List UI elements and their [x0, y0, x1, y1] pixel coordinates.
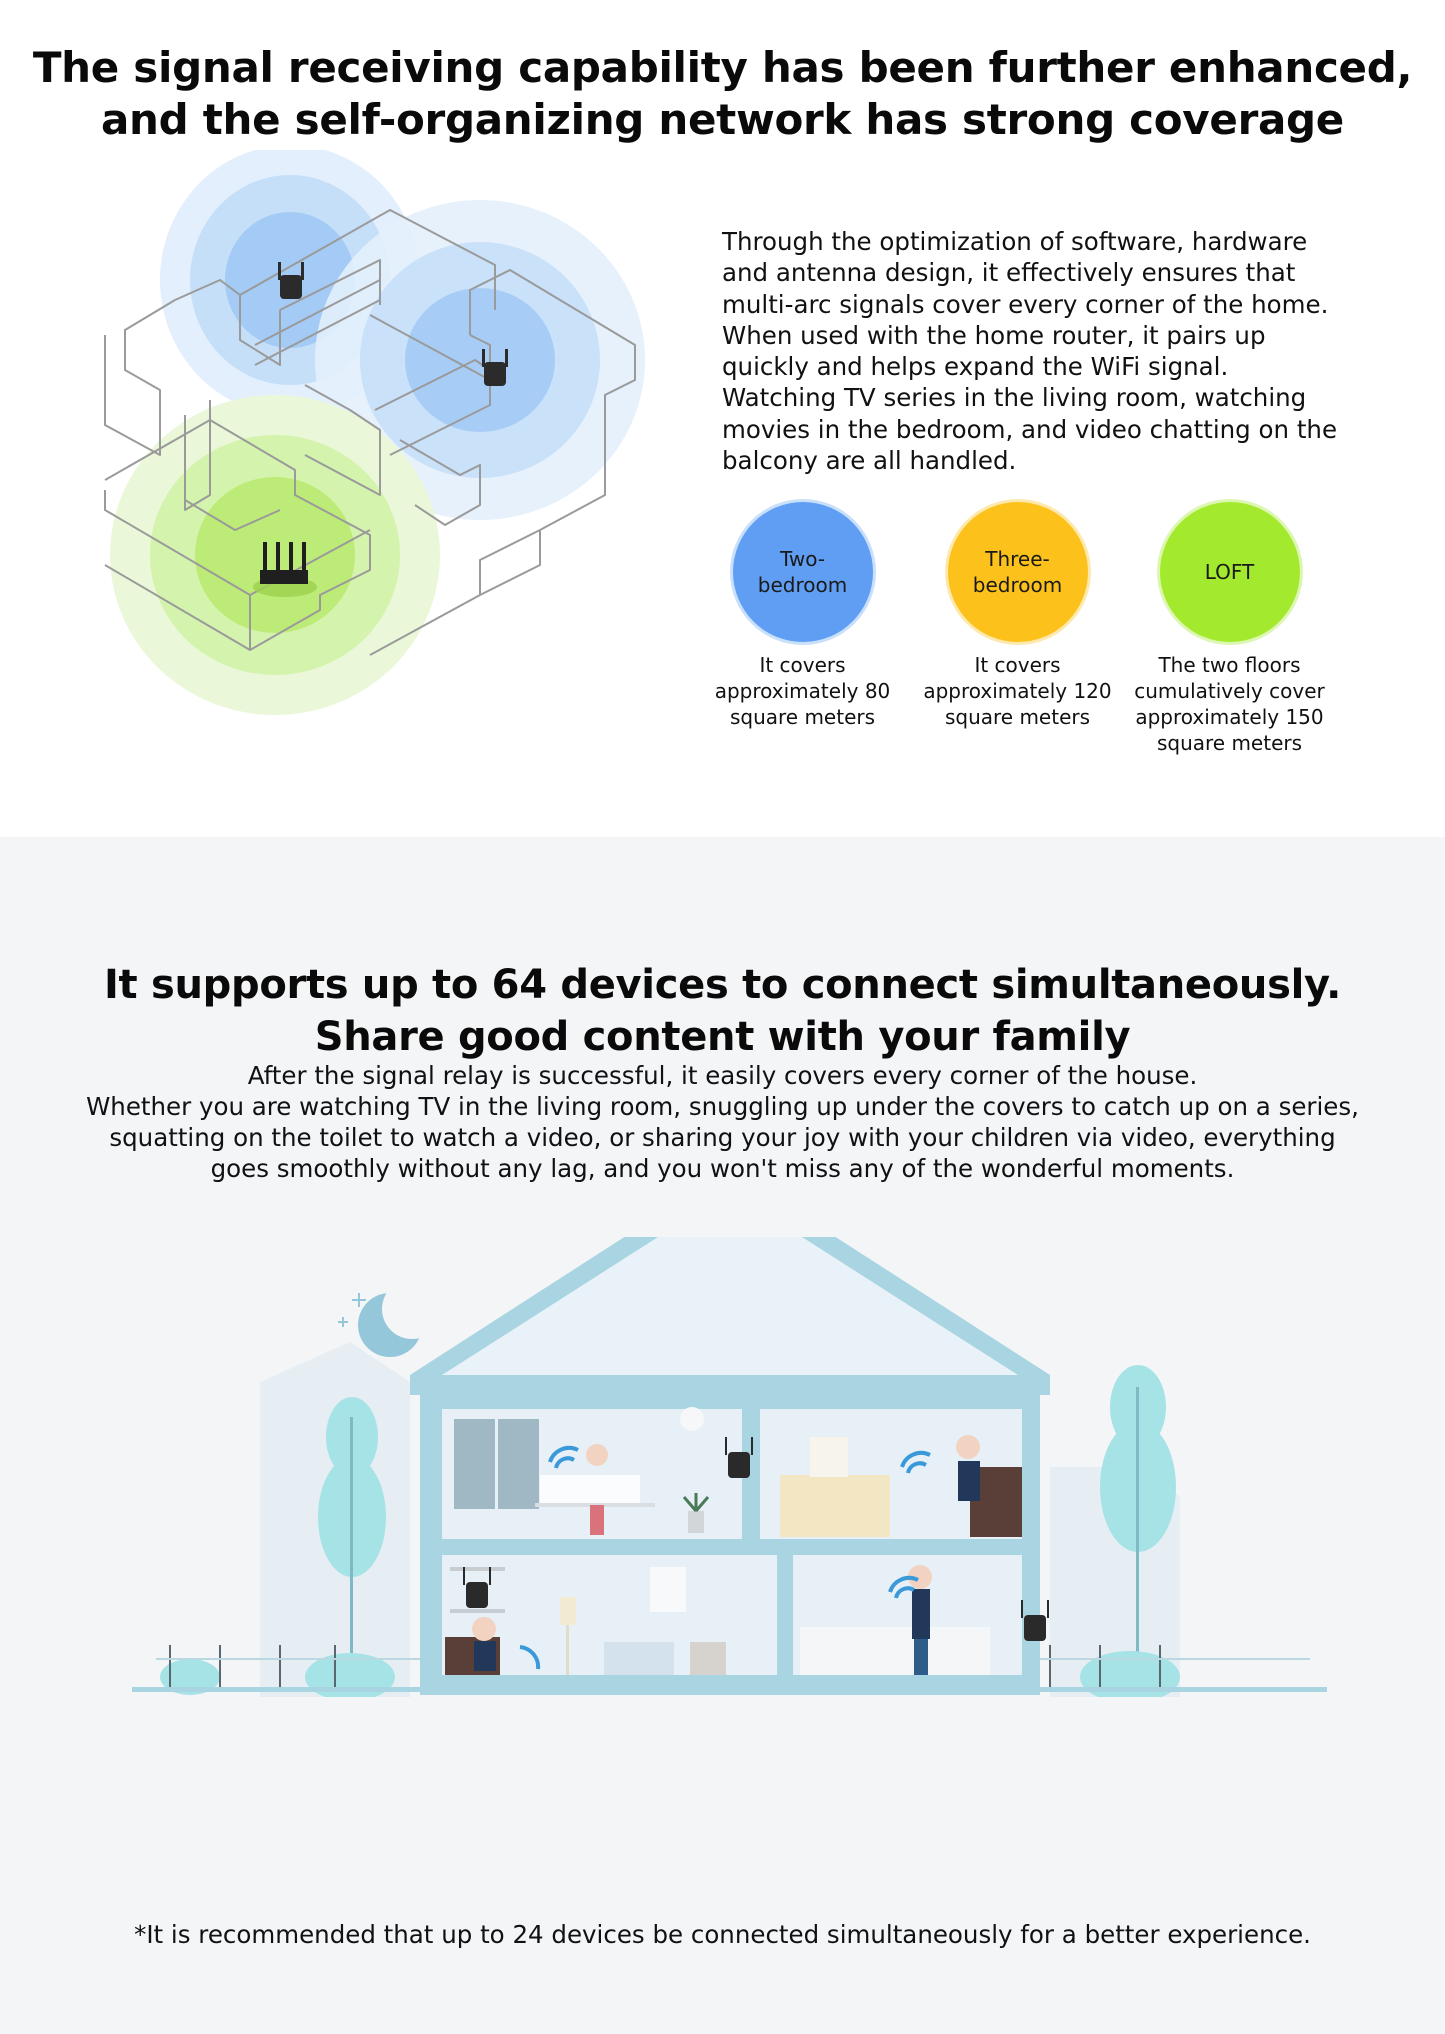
- description-line: After the signal relay is successful, it…: [247, 1061, 1198, 1090]
- caption-line: It covers: [974, 653, 1061, 677]
- caption-line: cumulatively cover: [1134, 679, 1325, 703]
- devices-section: It supports up to 64 devices to connect …: [0, 837, 1445, 2034]
- home-type-badge: Two- bedroom: [732, 502, 873, 642]
- description-line: balcony are all handled.: [722, 446, 1017, 476]
- home-type-badge: LOFT: [1159, 502, 1300, 642]
- badge-label: bedroom: [972, 573, 1063, 597]
- coverage-section: The signal receiving capability has been…: [0, 0, 1445, 837]
- badge-label: LOFT: [1204, 560, 1255, 584]
- coverage-caption: The two floors cumulatively cover approx…: [1122, 652, 1337, 756]
- home-type-three-bedroom: Three- bedroom It covers approximately 1…: [910, 502, 1125, 730]
- caption-line: The two floors: [1158, 653, 1301, 677]
- badge-label: Two-: [779, 547, 826, 571]
- star-icon: [338, 1293, 366, 1327]
- caption-line: square meters: [729, 705, 876, 729]
- coverage-caption: It covers approximately 120 square meter…: [910, 652, 1125, 730]
- house-cutaway-illustration: [132, 1237, 1327, 1697]
- wifi-extender-icon: [463, 1567, 491, 1608]
- tree-icon: [318, 1397, 386, 1657]
- description-line: goes smoothly without any lag, and you w…: [210, 1154, 1235, 1183]
- heading-line: The signal receiving capability has been…: [32, 43, 1413, 92]
- coverage-description: Through the optimization of software, ha…: [722, 226, 1362, 476]
- coverage-heading: The signal receiving capability has been…: [0, 42, 1445, 146]
- caption-line: square meters: [1156, 731, 1303, 755]
- wifi-extender-icon: [725, 1437, 753, 1478]
- wifi-extender-icon: [482, 349, 508, 386]
- caption-line: It covers: [759, 653, 846, 677]
- moon-icon: [358, 1279, 442, 1357]
- badge-label: bedroom: [757, 573, 848, 597]
- heading-line: Share good content with your family: [314, 1014, 1131, 1060]
- badge-label: Three-: [985, 547, 1050, 571]
- coverage-caption: It covers approximately 80 square meters: [695, 652, 910, 730]
- description-line: and antenna design, it effectively ensur…: [722, 258, 1296, 288]
- description-line: Whether you are watching TV in the livin…: [86, 1092, 1359, 1121]
- home-type-two-bedroom: Two- bedroom It covers approximately 80 …: [695, 502, 910, 730]
- wifi-extender-icon: [1021, 1600, 1049, 1641]
- device-limit-footnote: *It is recommended that up to 24 devices…: [134, 1920, 1311, 1949]
- devices-description: After the signal relay is successful, it…: [0, 1060, 1445, 1184]
- caption-line: approximately 80: [714, 679, 891, 703]
- home-type-list: Two- bedroom It covers approximately 80 …: [700, 502, 1350, 772]
- wifi-extender-icon: [278, 262, 304, 299]
- description-line: squatting on the toilet to watch a video…: [109, 1123, 1336, 1152]
- home-type-loft: LOFT The two floors cumulatively cover a…: [1122, 502, 1337, 756]
- caption-line: square meters: [944, 705, 1091, 729]
- caption-line: approximately 120: [923, 679, 1112, 703]
- description-line: movies in the bedroom, and video chattin…: [722, 414, 1338, 444]
- router-icon: [253, 542, 317, 597]
- description-line: multi-arc signals cover every corner of …: [722, 289, 1329, 319]
- floor-plan-illustration: [104, 150, 645, 715]
- tree-icon: [1100, 1365, 1176, 1657]
- description-line: quickly and helps expand the WiFi signal…: [722, 352, 1229, 382]
- caption-line: approximately 150: [1135, 705, 1324, 729]
- home-type-badge: Three- bedroom: [947, 502, 1088, 642]
- description-line: Through the optimization of software, ha…: [722, 227, 1308, 256]
- devices-heading: It supports up to 64 devices to connect …: [0, 959, 1445, 1063]
- heading-line: and the self-organizing network has stro…: [101, 95, 1344, 144]
- heading-line: It supports up to 64 devices to connect …: [103, 962, 1342, 1008]
- description-line: Watching TV series in the living room, w…: [722, 383, 1307, 413]
- description-line: When used with the home router, it pairs…: [722, 320, 1266, 350]
